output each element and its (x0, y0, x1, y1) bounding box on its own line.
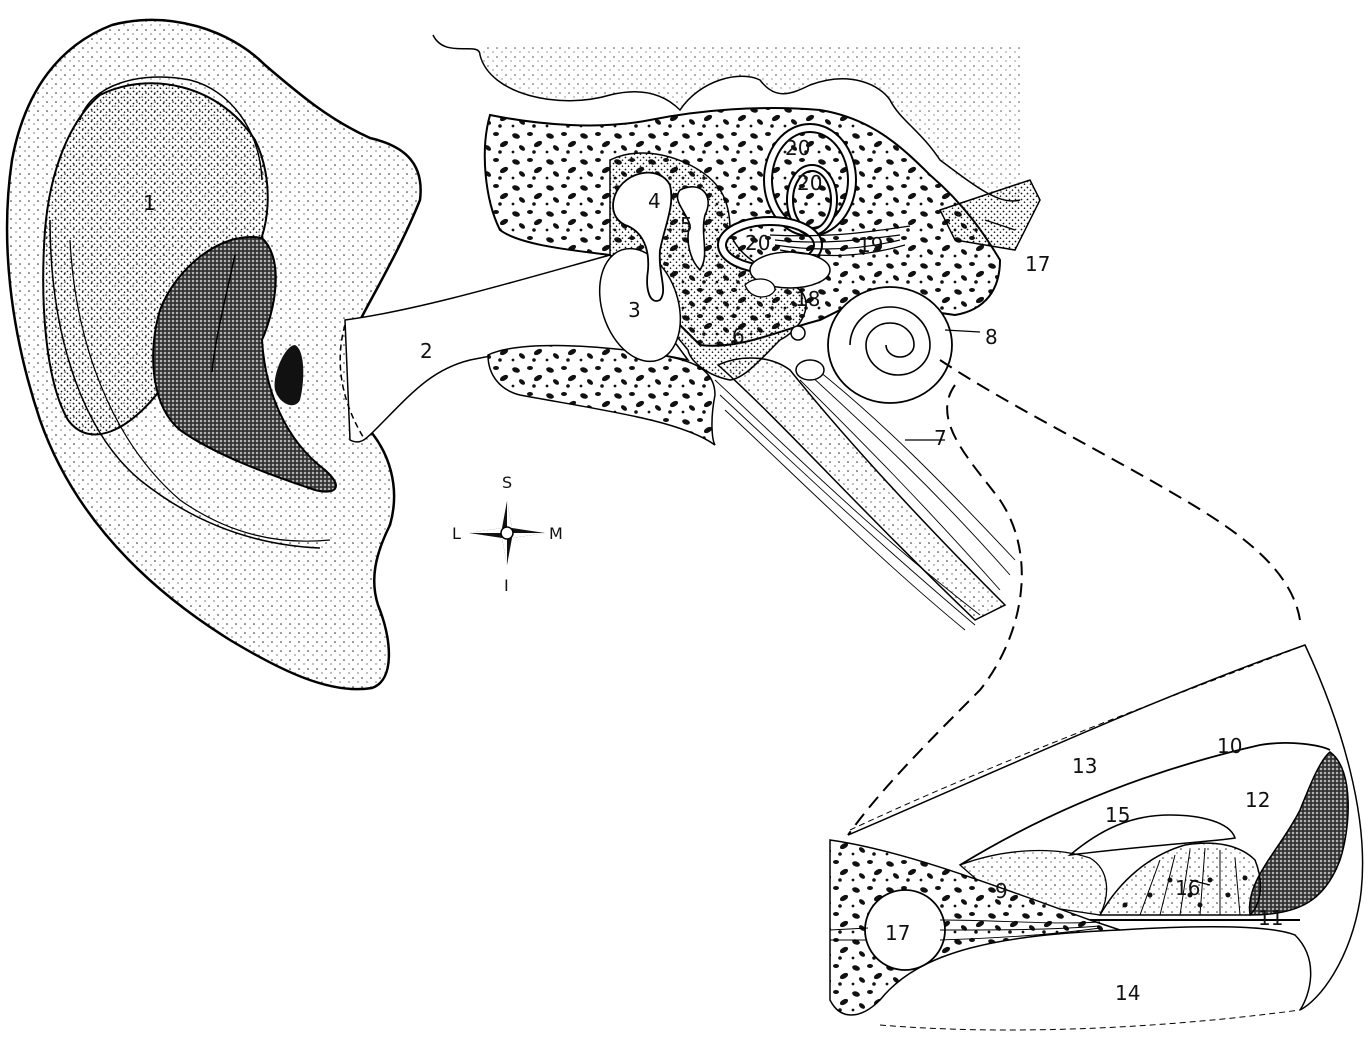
label-11: 11 (1258, 906, 1283, 930)
label-7: 7 (934, 426, 947, 450)
label-17-inset: 17 (885, 921, 910, 945)
label-20-c: 20 (745, 231, 770, 255)
label-18: 18 (795, 287, 820, 311)
label-15: 15 (1105, 803, 1130, 827)
label-14: 14 (1115, 981, 1140, 1005)
label-4: 4 (648, 189, 661, 213)
label-20-a: 20 (785, 136, 810, 160)
orientation-compass: S I L M (452, 473, 563, 595)
label-20-b: 20 (797, 171, 822, 195)
label-17-top: 17 (1025, 252, 1050, 276)
label-1: 1 (143, 191, 156, 215)
label-6: 6 (732, 324, 745, 348)
label-5: 5 (680, 213, 693, 237)
scala-tympani-wall (1120, 927, 1311, 1010)
cochlear-duct-inset (830, 645, 1363, 1030)
label-10: 10 (1217, 734, 1242, 758)
label-13: 13 (1072, 754, 1097, 778)
label-2: 2 (420, 339, 433, 363)
label-3: 3 (628, 298, 641, 322)
label-19: 19 (858, 233, 883, 257)
inset-bottom-dashed (880, 1010, 1300, 1030)
label-12: 12 (1245, 788, 1270, 812)
round-window (791, 326, 805, 340)
compass-superior: S (502, 473, 512, 492)
tube-lumen (796, 360, 824, 380)
canal-floor-bone (488, 346, 715, 445)
label-16: 16 (1175, 876, 1200, 900)
compass-medial: M (549, 524, 563, 543)
label-8: 8 (985, 325, 998, 349)
compass-inferior: I (504, 576, 509, 595)
compass-lateral: L (452, 524, 461, 543)
cochlea (828, 287, 952, 403)
label-9: 9 (995, 879, 1008, 903)
stria-vascularis (1250, 752, 1349, 915)
